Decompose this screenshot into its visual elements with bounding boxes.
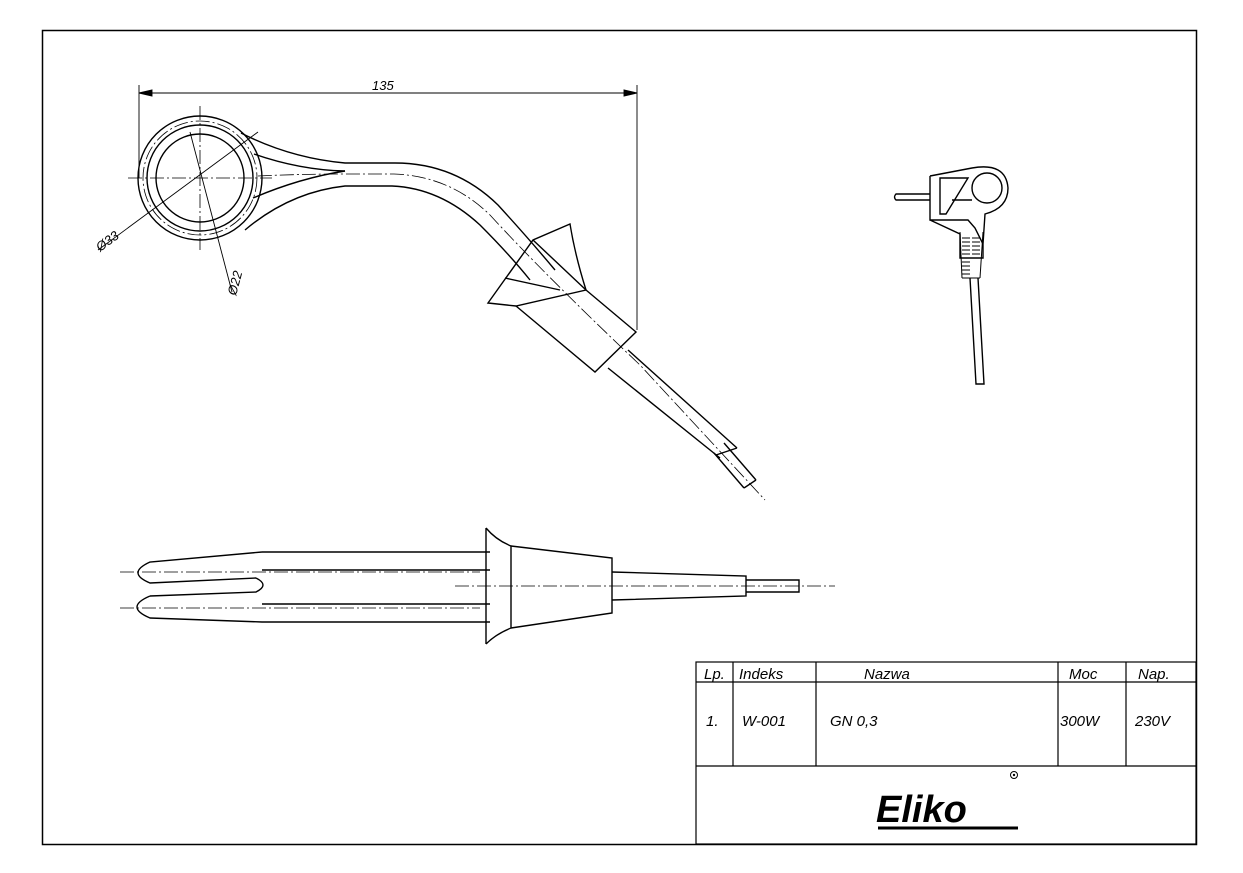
tube-centerline [257, 173, 766, 501]
cell-lp: 1. [706, 713, 719, 730]
diameter-22-label: Ø22 [224, 268, 245, 297]
registered-mark [1010, 771, 1018, 779]
header-indeks: Indeks [739, 666, 784, 683]
cell-nazwa: GN 0,3 [830, 713, 878, 730]
funnel-body [515, 289, 638, 373]
cable-step [715, 447, 738, 456]
header-nap: Nap. [1138, 666, 1170, 683]
side-body [510, 545, 613, 629]
cable-end-left [713, 452, 745, 489]
funnel-edge [532, 239, 587, 291]
tube-lower-wall [244, 185, 531, 281]
tube-inner-lower [252, 170, 346, 199]
dimension-135 [138, 85, 638, 330]
plug-pin [893, 193, 930, 201]
cell-moc: 300W [1060, 713, 1101, 730]
side-flange [485, 527, 512, 645]
cable-right-wall [627, 349, 738, 449]
plug-view [893, 166, 1009, 385]
header-moc: Moc [1069, 666, 1098, 683]
side-loop-fold [149, 577, 264, 597]
funnel-cap [486, 223, 587, 307]
header-lp: Lp. [704, 666, 725, 683]
diameter-33-label: Ø33 [92, 227, 122, 255]
cable-left-wall [607, 367, 721, 459]
dimension-135-label: 135 [372, 78, 394, 93]
side-centerlines [120, 571, 835, 609]
tube-upper-wall [240, 132, 556, 271]
side-view [136, 527, 800, 645]
eliko-logo-text: Eliko [876, 789, 967, 831]
side-upper-tube [137, 551, 263, 584]
main-view [137, 115, 766, 501]
eliko-logo: Eliko [876, 771, 1018, 831]
plug-strain-relief [959, 231, 984, 279]
drawing-frame [41, 29, 1198, 846]
diameter-leaders [97, 131, 259, 293]
tube-inner-upper [253, 153, 346, 172]
plug-ring [971, 172, 1003, 204]
funnel-edge-2 [504, 277, 561, 291]
side-lower-tube [136, 595, 490, 623]
plug-face [939, 177, 972, 215]
cell-indeks: W-001 [742, 713, 786, 730]
loop-center-marks [128, 106, 272, 250]
title-block [695, 661, 1197, 845]
header-nazwa: Nazwa [864, 666, 910, 683]
plug-head [929, 166, 1009, 259]
plug-cord [969, 277, 985, 385]
cell-nap: 230V [1134, 713, 1172, 730]
cable-end-right [723, 442, 757, 481]
cable-end-cap [743, 479, 757, 489]
